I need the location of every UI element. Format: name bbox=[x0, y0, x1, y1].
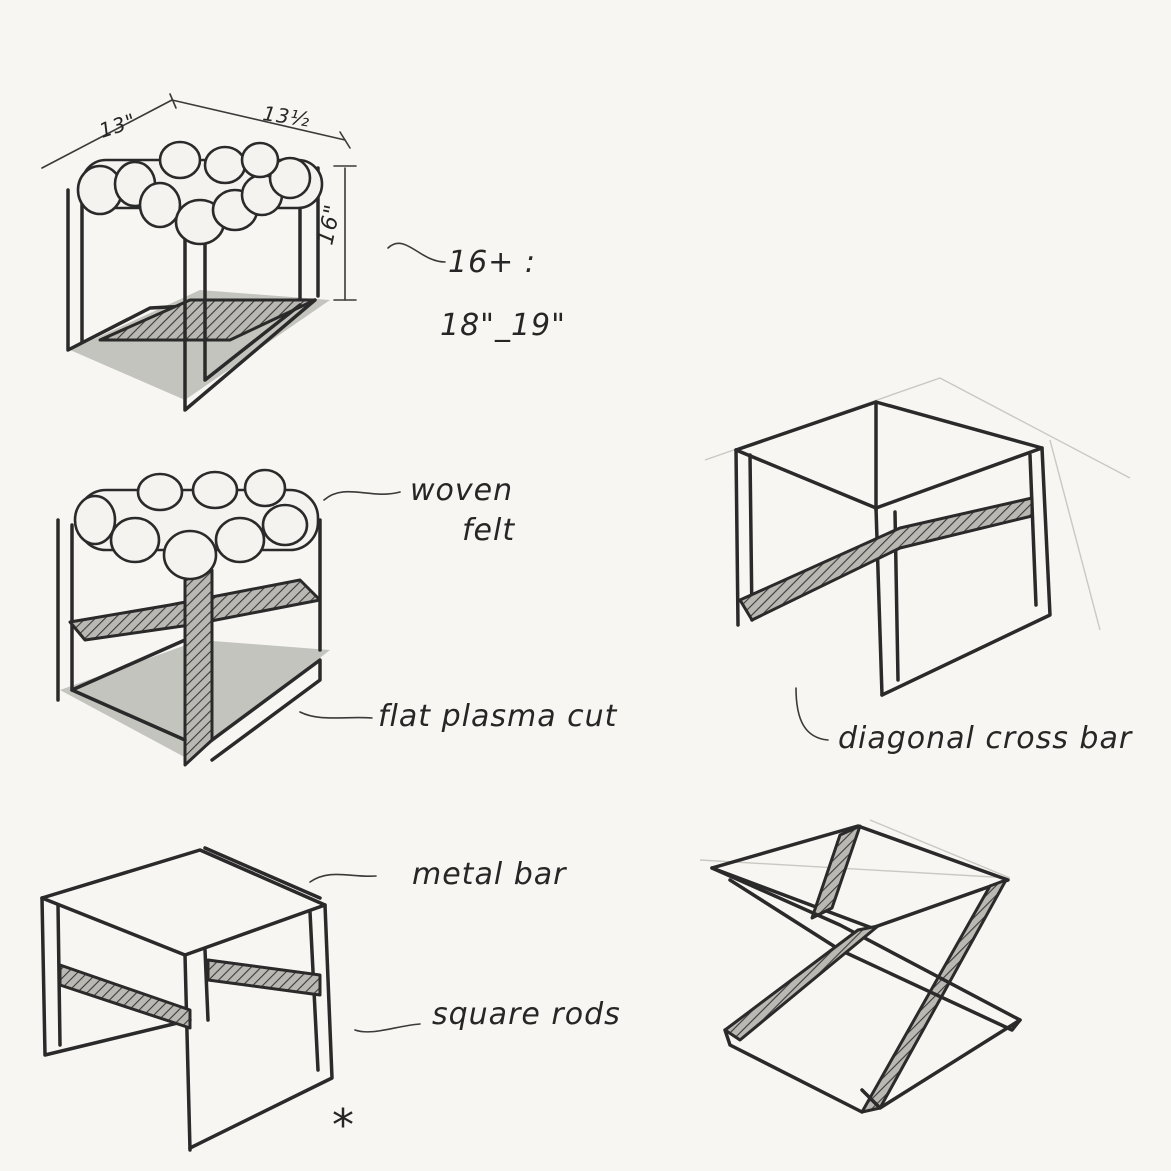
label-diagonal-cross-bar: diagonal cross bar bbox=[838, 721, 1133, 756]
arrow-height-note bbox=[387, 242, 446, 263]
dimension-width-left: 13" bbox=[96, 108, 139, 142]
label-metal-bar: metal bar bbox=[412, 857, 567, 892]
label-woven: woven bbox=[410, 473, 513, 508]
label-square-rods: square rods bbox=[432, 997, 621, 1032]
felt-rolls bbox=[76, 140, 324, 246]
arrow-woven-felt bbox=[323, 490, 401, 501]
felt-rolls bbox=[73, 468, 320, 581]
stool-sketch-x-frame bbox=[699, 819, 1022, 1114]
height-options-top: 16+ : bbox=[448, 245, 536, 280]
arrow-diagonal-cross-bar bbox=[795, 687, 829, 741]
arrow-square-rods bbox=[354, 1023, 421, 1033]
label-felt: felt bbox=[462, 513, 515, 548]
asterisk-mark: * bbox=[332, 1100, 355, 1151]
stool-sketch-square-rods bbox=[40, 846, 334, 1152]
stool-sketch-woven-top: 13" 13½ 16" bbox=[41, 93, 357, 412]
stool-sketch-diagonal-cross-bar bbox=[704, 377, 1131, 697]
arrow-metal-bar bbox=[309, 873, 377, 883]
arrow-flat-plasma-cut bbox=[299, 711, 373, 719]
dimension-width-right: 13½ bbox=[261, 101, 312, 131]
stool-sketch-plasma-cut bbox=[56, 468, 330, 767]
dimension-lines bbox=[41, 93, 357, 301]
label-flat-plasma-cut: flat plasma cut bbox=[378, 699, 618, 734]
height-options-bottom: 18"_19" bbox=[440, 308, 566, 343]
